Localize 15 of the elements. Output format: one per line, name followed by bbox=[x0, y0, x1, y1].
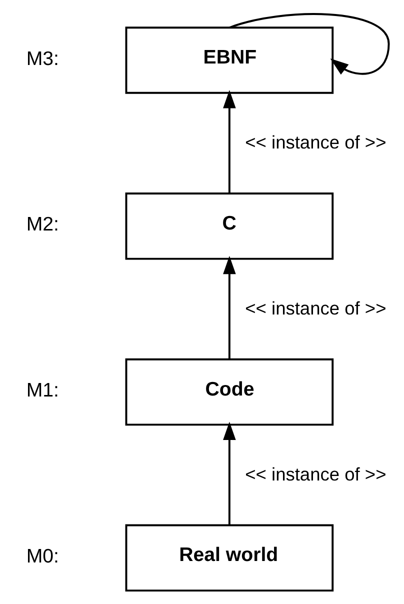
node-box: C bbox=[125, 192, 334, 260]
edge-label: << instance of >> bbox=[245, 132, 386, 153]
arrow bbox=[223, 90, 236, 194]
node-box: Real world bbox=[125, 524, 334, 592]
edge-label: << instance of >> bbox=[245, 463, 386, 484]
node-label: M3: bbox=[26, 48, 59, 70]
edge-label: << instance of >> bbox=[245, 298, 386, 319]
arrow bbox=[223, 256, 236, 360]
node-label: M2: bbox=[26, 214, 59, 236]
arrow bbox=[229, 13, 390, 75]
arrow bbox=[223, 422, 236, 526]
node-box: Code bbox=[125, 358, 334, 426]
node-box: EBNF bbox=[125, 26, 334, 94]
node-label: M1: bbox=[26, 380, 59, 402]
node-label: M0: bbox=[26, 545, 59, 568]
